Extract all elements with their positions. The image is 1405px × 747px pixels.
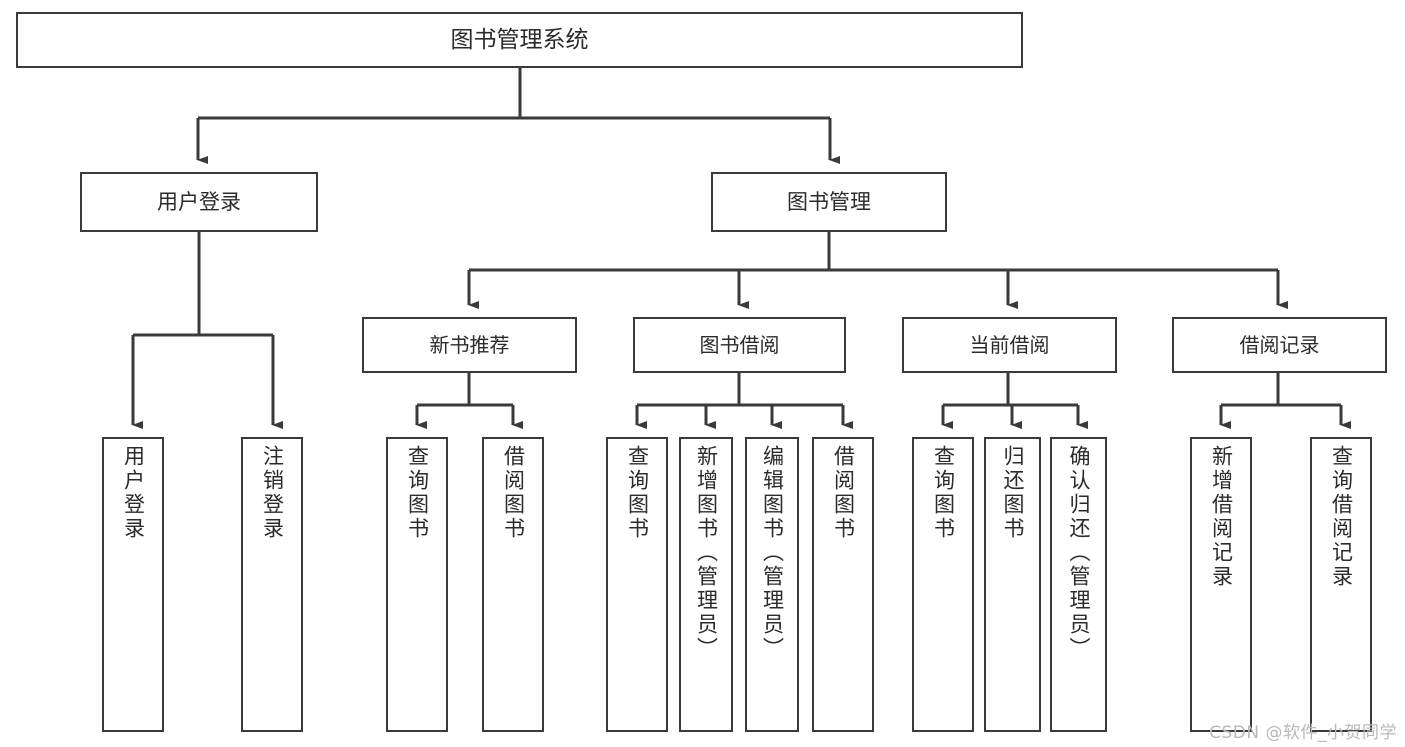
leaf-edit-book-admin[interactable]: 编辑图书（管理员） (745, 437, 799, 732)
leaf-query-book-newbook-label: 查询图书 (405, 445, 430, 541)
node-book-borrow[interactable]: 图书借阅 (633, 317, 846, 373)
leaf-query-borrow-record-label: 查询借阅记录 (1329, 445, 1354, 589)
leaf-query-book-current-label: 查询图书 (931, 445, 956, 541)
node-borrow-records[interactable]: 借阅记录 (1172, 317, 1387, 373)
leaf-borrow-book-newbook[interactable]: 借阅图书 (482, 437, 544, 732)
leaf-query-book-borrow[interactable]: 查询图书 (606, 437, 668, 732)
node-user-login[interactable]: 用户登录 (80, 172, 318, 232)
leaf-borrow-book-newbook-label: 借阅图书 (501, 445, 526, 541)
leaf-logout-label: 注销登录 (260, 445, 285, 541)
leaf-user-login-label: 用户登录 (121, 445, 146, 541)
leaf-confirm-return-admin[interactable]: 确认归还（管理员） (1050, 437, 1107, 732)
leaf-add-borrow-record-label: 新增借阅记录 (1209, 445, 1234, 589)
watermark-text: CSDN @软件_小贺同学 (1209, 723, 1397, 743)
leaf-return-book[interactable]: 归还图书 (984, 437, 1041, 732)
leaf-user-login[interactable]: 用户登录 (102, 437, 164, 732)
node-user-login-label: 用户登录 (157, 189, 241, 214)
node-new-book-recommend[interactable]: 新书推荐 (362, 317, 577, 373)
leaf-query-book-newbook[interactable]: 查询图书 (386, 437, 448, 732)
leaf-borrow-book[interactable]: 借阅图书 (812, 437, 874, 732)
node-current-borrow[interactable]: 当前借阅 (902, 317, 1117, 373)
leaf-add-book-admin-label: 新增图书（管理员） (694, 445, 719, 661)
leaf-confirm-return-admin-label: 确认归还（管理员） (1067, 445, 1091, 661)
leaf-borrow-book-label: 借阅图书 (831, 445, 856, 541)
node-current-borrow-label: 当前借阅 (969, 332, 1050, 357)
node-root[interactable]: 图书管理系统 (16, 12, 1023, 68)
node-book-management[interactable]: 图书管理 (711, 172, 947, 232)
leaf-add-book-admin[interactable]: 新增图书（管理员） (679, 437, 733, 732)
leaf-logout[interactable]: 注销登录 (241, 437, 303, 732)
node-new-book-recommend-label: 新书推荐 (429, 332, 510, 357)
node-root-label: 图书管理系统 (450, 26, 589, 53)
leaf-query-book-borrow-label: 查询图书 (625, 445, 650, 541)
leaf-edit-book-admin-label: 编辑图书（管理员） (760, 445, 785, 661)
node-book-borrow-label: 图书借阅 (699, 332, 780, 357)
node-book-management-label: 图书管理 (787, 189, 871, 214)
leaf-query-borrow-record[interactable]: 查询借阅记录 (1310, 437, 1372, 732)
leaf-return-book-label: 归还图书 (1001, 445, 1025, 541)
leaf-query-book-current[interactable]: 查询图书 (912, 437, 974, 732)
node-borrow-records-label: 借阅记录 (1239, 332, 1320, 357)
leaf-add-borrow-record[interactable]: 新增借阅记录 (1190, 437, 1252, 732)
